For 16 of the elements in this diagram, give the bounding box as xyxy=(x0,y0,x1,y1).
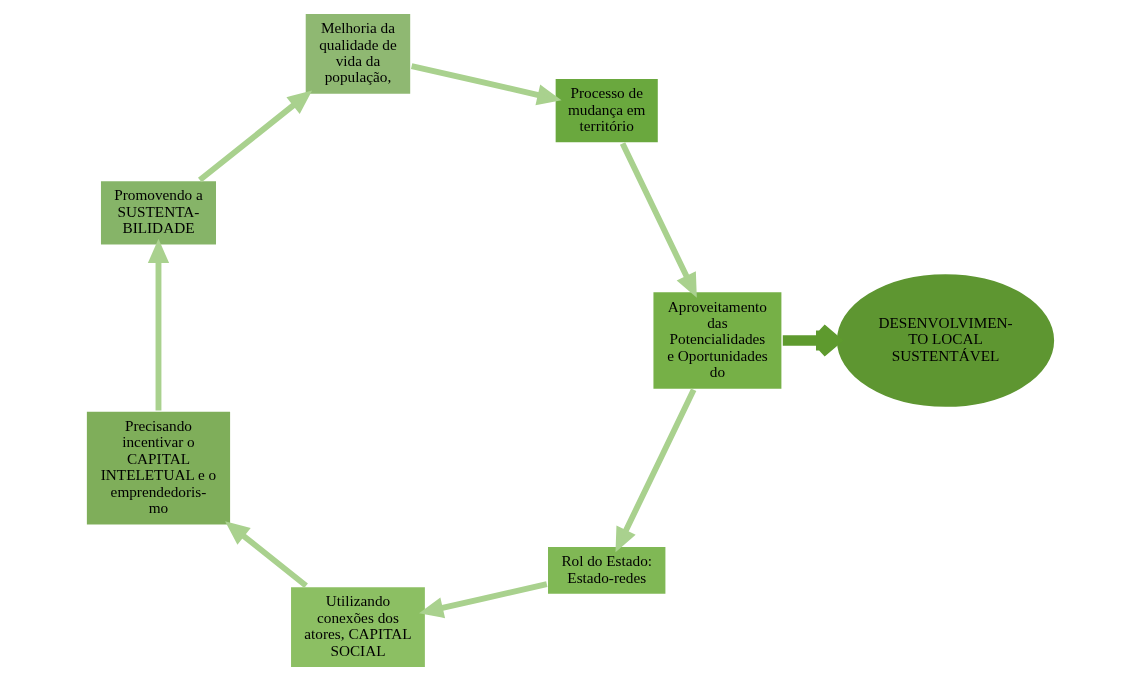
arrow xyxy=(198,90,313,183)
arrow xyxy=(782,323,841,358)
arrow xyxy=(147,238,170,411)
arrow xyxy=(615,388,697,553)
arrow xyxy=(419,581,548,619)
node-box: Promovendo a SUSTENTA- BILIDADE xyxy=(98,178,219,247)
node-box: Aproveitamento das Potencialidades e Oportunidades do xyxy=(651,290,784,391)
arrow xyxy=(619,142,697,298)
node-box: Precisando incentivar o CAPITAL INTELETUAL e o emprendedoris- mo xyxy=(84,409,233,527)
node-box: Melhoria da qualidade de vida da população, xyxy=(303,11,413,97)
arrow xyxy=(225,521,308,589)
node-ellipse: DESENVOLVIMEN- TO LOCAL SUSTENTÁVEL xyxy=(834,271,1057,410)
node-box: Utilizando conexões dos atores, CAPITAL SOCIAL xyxy=(288,584,428,670)
arrow xyxy=(411,63,562,106)
node-box: Rol do Estado: Estado-redes xyxy=(545,544,668,597)
node-box: Processo de mudança em território xyxy=(553,76,661,145)
